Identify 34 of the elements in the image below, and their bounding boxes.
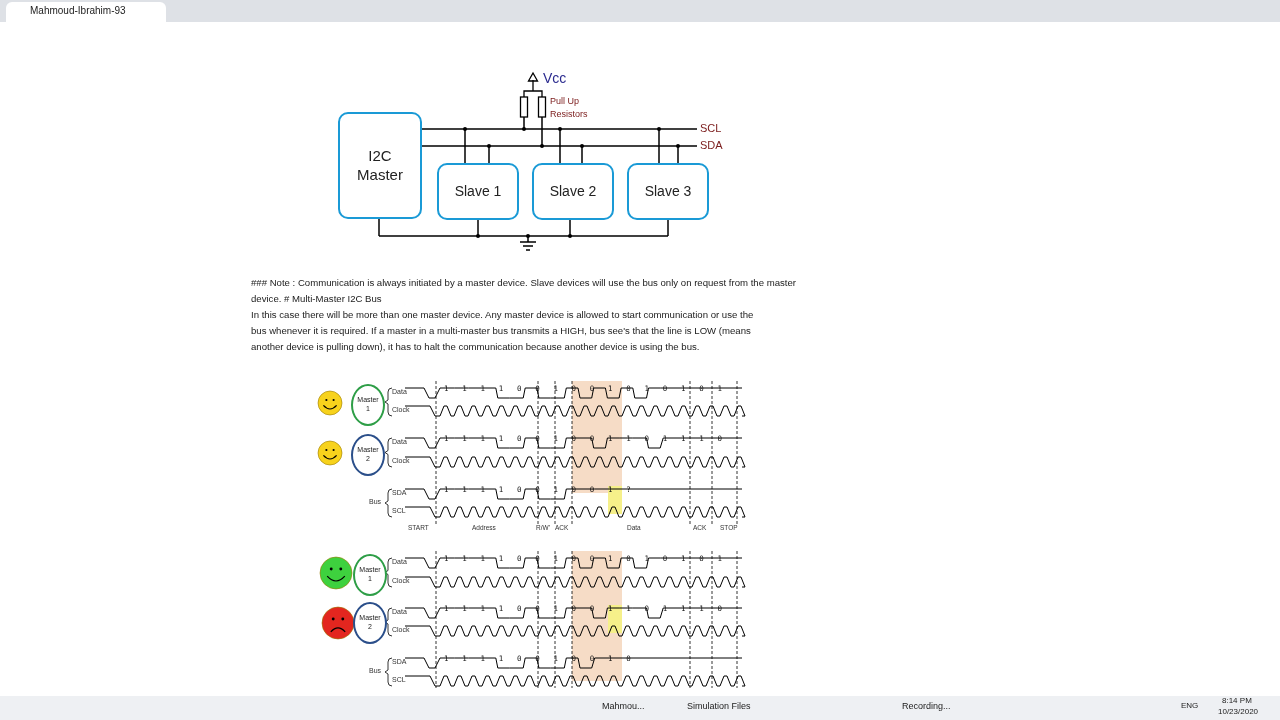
bus-line-label: SDA — [700, 139, 723, 153]
device-box: Slave 1 — [437, 163, 519, 220]
wire — [581, 145, 583, 164]
taskbar-item: Recording... — [902, 701, 951, 712]
supply-label: Vcc — [543, 70, 567, 87]
bus-line — [429, 127, 698, 131]
wire — [488, 145, 490, 164]
wire — [378, 218, 380, 237]
bus-line — [429, 144, 698, 148]
wire — [523, 116, 525, 130]
note-paragraph: In this case there will be more than one master device. Any master device is allowed to start communication or use the bus whenever it is required. If a master in a multi-master bus transmits a HIGH, bus see's that the line is LOW (means another device is pulling down), it has to halt the communication because another device is using the bus. — [251, 308, 755, 354]
wire — [541, 116, 543, 147]
wire — [677, 145, 679, 164]
wire — [658, 128, 660, 164]
wire — [569, 219, 571, 237]
wire — [464, 128, 466, 164]
clock-time: 8:14 PM — [1222, 696, 1252, 706]
wire — [421, 145, 431, 147]
wire — [421, 128, 431, 130]
resistor-label: Pull Up Resistors — [550, 95, 589, 121]
wire — [477, 219, 479, 237]
bus-line-label: SCL — [700, 122, 722, 136]
ground-rail — [378, 234, 669, 251]
controller-box: I2C Master — [338, 112, 422, 219]
clock-date: 10/23/2020 — [1218, 707, 1259, 717]
device-box: Slave 3 — [627, 163, 709, 220]
tab-title: Mahmoud-Ibrahim-93 — [30, 5, 126, 17]
taskbar-item: Simulation Files — [687, 701, 751, 712]
language-indicator: ENG — [1181, 701, 1199, 711]
note-paragraph: ### Note : Communication is always initiated by a master device. Slave devices will use the bus only on request from the master device. # Multi-Master I2C Bus — [251, 276, 797, 306]
device-box: Slave 2 — [532, 163, 614, 220]
wire — [559, 128, 561, 164]
taskbar-item: Mahmou... — [602, 701, 645, 712]
wire — [667, 219, 669, 237]
